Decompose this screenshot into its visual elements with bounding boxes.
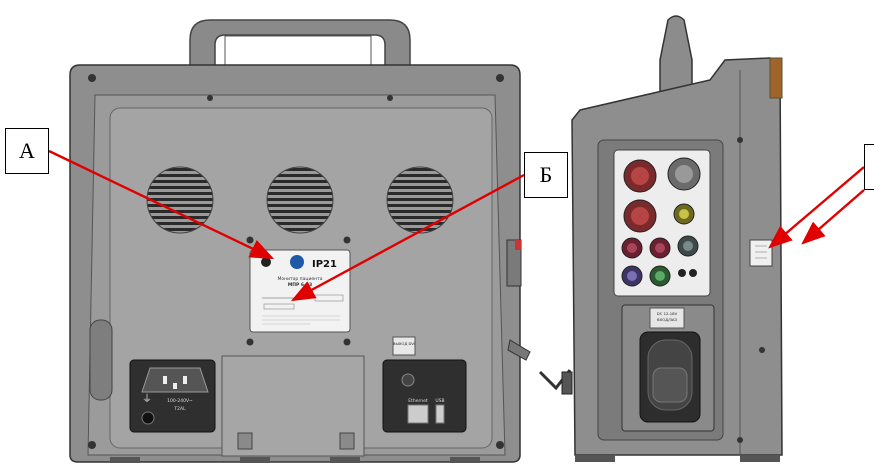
callout-arrows xyxy=(48,149,865,302)
power-socket xyxy=(141,367,209,393)
warning-icon xyxy=(261,257,271,267)
callout-label-c xyxy=(864,144,874,190)
arrow-c2 xyxy=(801,189,865,245)
callout-label-a: А xyxy=(5,128,49,174)
svg-text:Ethernet: Ethernet xyxy=(408,398,428,404)
equipotential-terminal xyxy=(401,373,415,387)
speaker-grille-right xyxy=(386,166,454,234)
side-handle xyxy=(659,15,693,96)
svg-text:МПР 6-03: МПР 6-03 xyxy=(288,282,312,288)
svg-text:ВХОД/ЗАЗ: ВХОД/ЗАЗ xyxy=(657,317,677,322)
output-sticker xyxy=(392,336,416,356)
arrow-a xyxy=(48,149,275,260)
arrow-b xyxy=(290,173,525,302)
svg-text:100-240V~: 100-240V~ xyxy=(167,398,193,404)
patient-connectors xyxy=(621,157,701,287)
ethernet-port xyxy=(407,404,429,424)
screws xyxy=(88,74,504,449)
ip-rating: IP21 xyxy=(312,259,337,270)
side-view: DC 12-18V ВХОД/ЗАЗ xyxy=(538,15,783,462)
svg-text:DC 12-18V: DC 12-18V xyxy=(657,311,678,316)
callout-label-b: Б xyxy=(524,152,568,198)
speaker-grille-left xyxy=(146,166,214,234)
speaker-grille-center xyxy=(266,166,334,234)
brand-logo-icon xyxy=(290,255,304,269)
svg-text:USB: USB xyxy=(435,398,444,404)
svg-text:ВЫХОД DVI: ВЫХОД DVI xyxy=(393,341,415,346)
arrow-c1 xyxy=(768,166,865,249)
usb-port xyxy=(435,404,445,424)
svg-text:Монитор пациента: Монитор пациента xyxy=(278,276,323,282)
rear-view: IP21 Монитор пациента МПР 6-03 100-240V~… xyxy=(69,19,531,463)
alarm-indicator xyxy=(769,57,783,99)
side-sticker xyxy=(649,307,685,329)
ground-terminal xyxy=(141,411,155,425)
side-label xyxy=(749,239,773,267)
ground-icon: ⏚ xyxy=(142,393,152,405)
svg-text:T2AL: T2AL xyxy=(173,406,186,412)
